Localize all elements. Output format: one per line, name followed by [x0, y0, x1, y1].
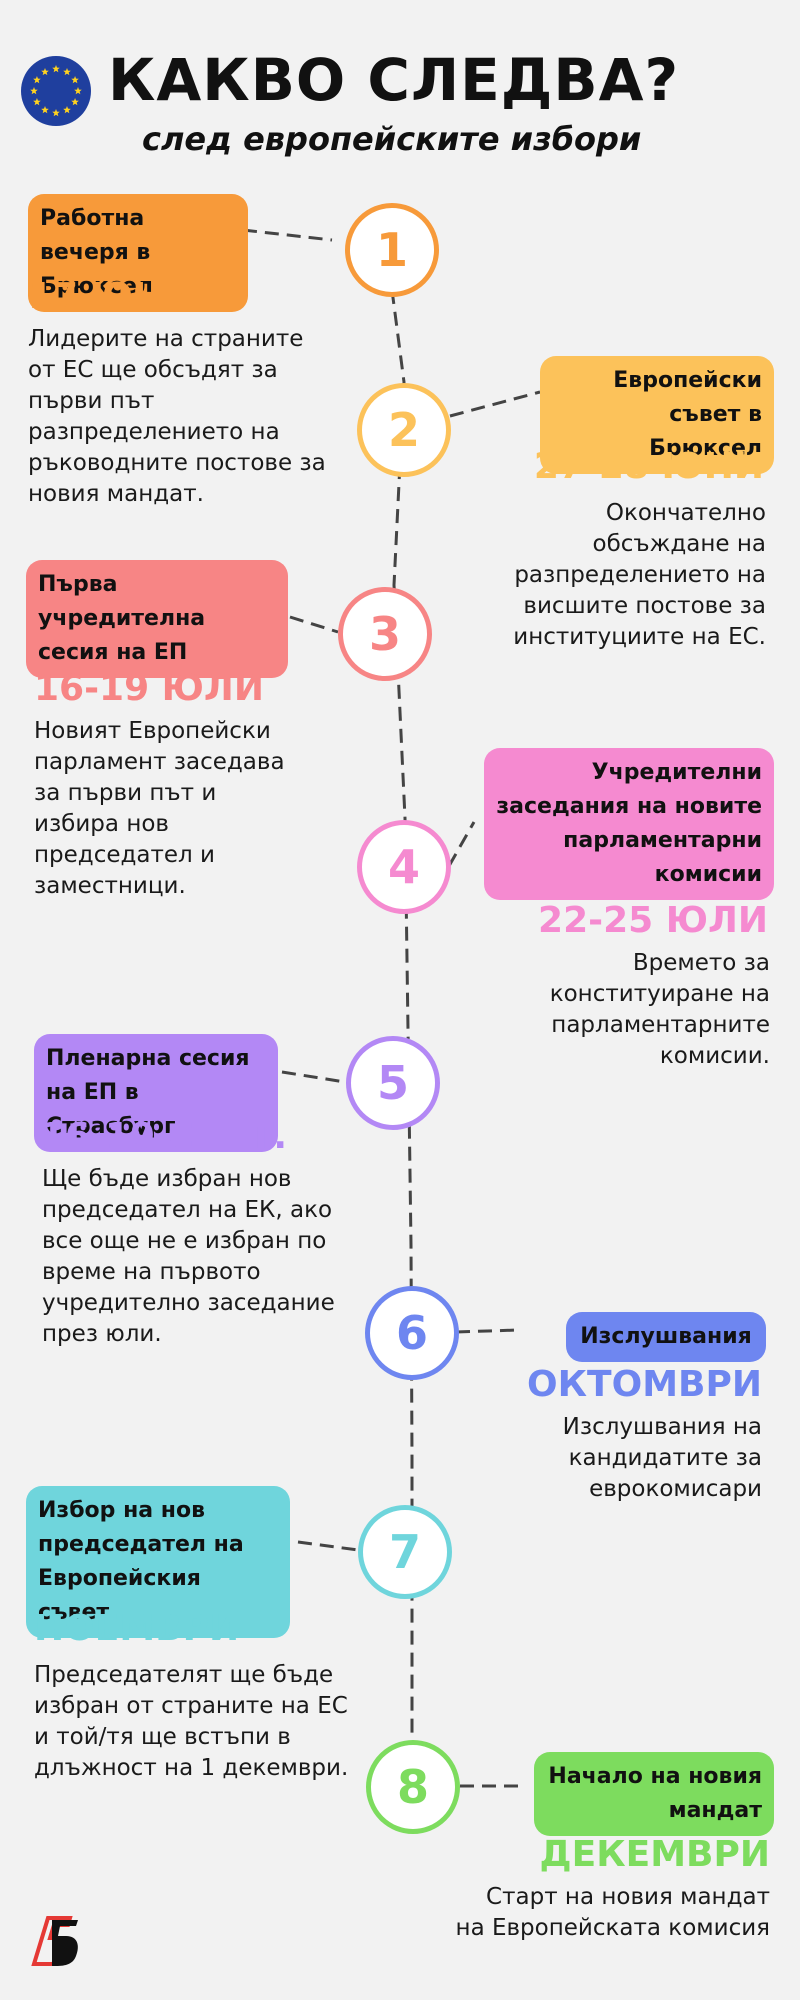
eu-star-icon [33, 76, 41, 84]
step-6-date: ОКТОМВРИ [527, 1364, 762, 1405]
step-1-tag: Работна вечеря в Брюксел [28, 194, 248, 312]
eu-star-icon [71, 98, 79, 106]
step-3-tag: Първа учредителна сесия на ЕП [26, 560, 288, 678]
step-4-description: Времето за конституиране на парламентарн… [549, 950, 770, 1069]
eu-star-icon [52, 109, 60, 117]
step-2-tag: Европейски съвет в Брюксел [540, 356, 774, 474]
step-1-description: Лидерите на страните от ЕС ще обсъдят за… [28, 326, 326, 507]
step-6-tag: Изслушвания [566, 1312, 766, 1362]
page-title: КАКВО СЛЕДВА? [108, 46, 680, 114]
step-8-date: ДЕКЕМВРИ [539, 1834, 770, 1875]
step-5-description: Ще бъде избран нов председател на ЕК, ак… [42, 1166, 335, 1347]
step-4-number: 4 [357, 820, 451, 914]
step-5-date: 16-19 СЕПТ. [40, 1116, 288, 1157]
step-7-date: НОЕМВРИ [34, 1608, 240, 1649]
step-2-date: 27-28 ЮНИ [533, 446, 764, 487]
step-7-tag: Избор на нов председател на Европейския … [26, 1486, 290, 1638]
step-2-number: 2 [357, 383, 451, 477]
step-8-description: Старт на новия мандат на Европейската ко… [455, 1884, 770, 1941]
step-7-number: 7 [358, 1505, 452, 1599]
step-4-tag: Учредителни заседания на новите парламен… [484, 748, 774, 900]
step-1-date: 17 ЮНИ [28, 276, 194, 317]
step-3-description: Новият Европейски парламент заседава за … [34, 718, 285, 899]
step-3-date: 16-19 ЮЛИ [34, 668, 264, 709]
eu-star-icon [41, 106, 49, 114]
step-5-number: 5 [346, 1036, 440, 1130]
eu-star-icon [30, 87, 38, 95]
step-6-description: Изслушвания на кандидатите за еврокомиса… [562, 1414, 762, 1502]
eu-star-icon [52, 65, 60, 73]
page-subtitle: след европейските избори [142, 120, 642, 158]
step-2-description: Окончателно обсъждане на разпределението… [513, 500, 766, 650]
step-7-description: Председателят ще бъде избран от страните… [34, 1662, 349, 1781]
eu-star-icon [71, 76, 79, 84]
eu-star-icon [74, 87, 82, 95]
step-8-number: 8 [366, 1740, 460, 1834]
eu-star-icon [63, 106, 71, 114]
eu-star-icon [33, 98, 41, 106]
step-8-tag: Начало на новия мандат [534, 1752, 774, 1836]
eu-star-icon [63, 67, 71, 76]
step-4-date: 22-25 ЮЛИ [538, 900, 768, 941]
eu-star-icon [41, 67, 49, 76]
step-3-number: 3 [338, 587, 432, 681]
publisher-logo-icon [31, 1916, 78, 1966]
step-1-number: 1 [345, 203, 439, 297]
step-6-number: 6 [365, 1286, 459, 1380]
eu-flag-icon [21, 56, 91, 126]
step-5-tag: Пленарна сесия на ЕП в Страсбург [34, 1034, 278, 1152]
